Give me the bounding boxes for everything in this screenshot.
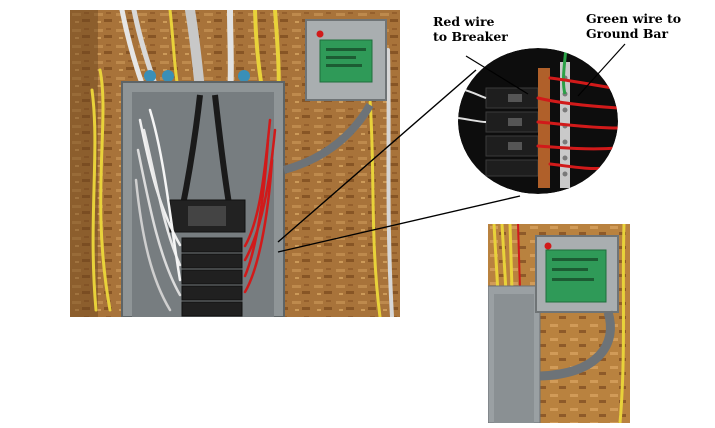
main-panel-photo — [70, 10, 400, 317]
green-wire-label: Green wire to Ground Bar — [586, 11, 682, 41]
zoom-connector-top — [277, 69, 477, 243]
zoom-inset-illustration — [458, 48, 618, 194]
red-wire-pointer — [465, 55, 529, 95]
zoom-connector-bottom — [277, 195, 521, 253]
main-panel-illustration — [70, 10, 400, 317]
green-wire-pointer — [577, 43, 626, 97]
red-wire-label: Red wire to Breaker — [433, 14, 508, 44]
surge-protector-illustration — [488, 224, 630, 423]
zoom-inset-photo — [458, 48, 618, 194]
surge-protector-photo — [488, 224, 630, 423]
